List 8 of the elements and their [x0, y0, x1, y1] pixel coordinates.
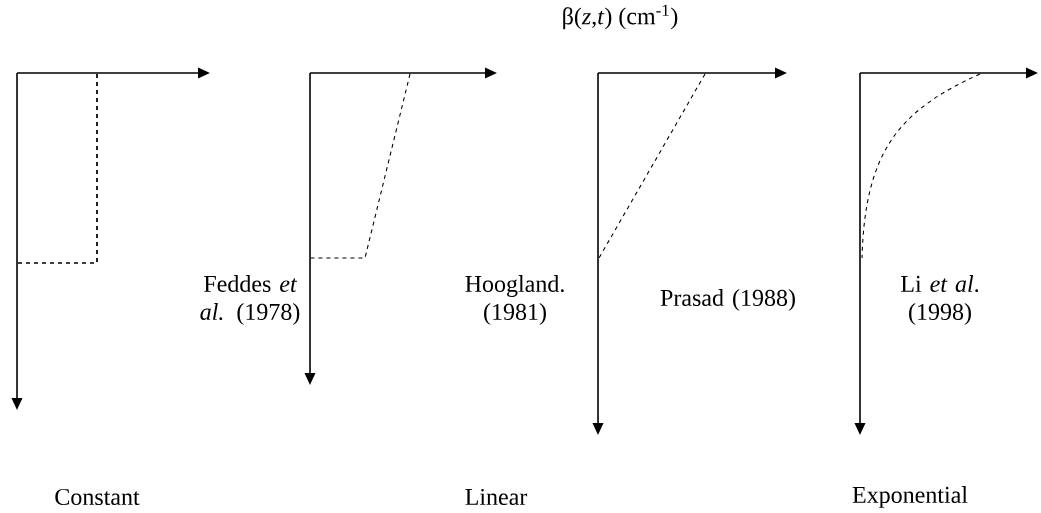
- model-label: Hoogland. (1981): [465, 275, 564, 325]
- model-label: Linear: [465, 488, 528, 506]
- model-label: Exponential: [852, 486, 968, 508]
- model-label: Li et al. (1998): [901, 275, 979, 325]
- axis-title: β(z,t) (cm$^{-1}$): [563, 4, 678, 30]
- model-label: Feddes et al. (1978): [200, 275, 300, 325]
- model-label: Constant: [55, 488, 140, 506]
- model-label: Prasad (1988): [660, 289, 795, 311]
